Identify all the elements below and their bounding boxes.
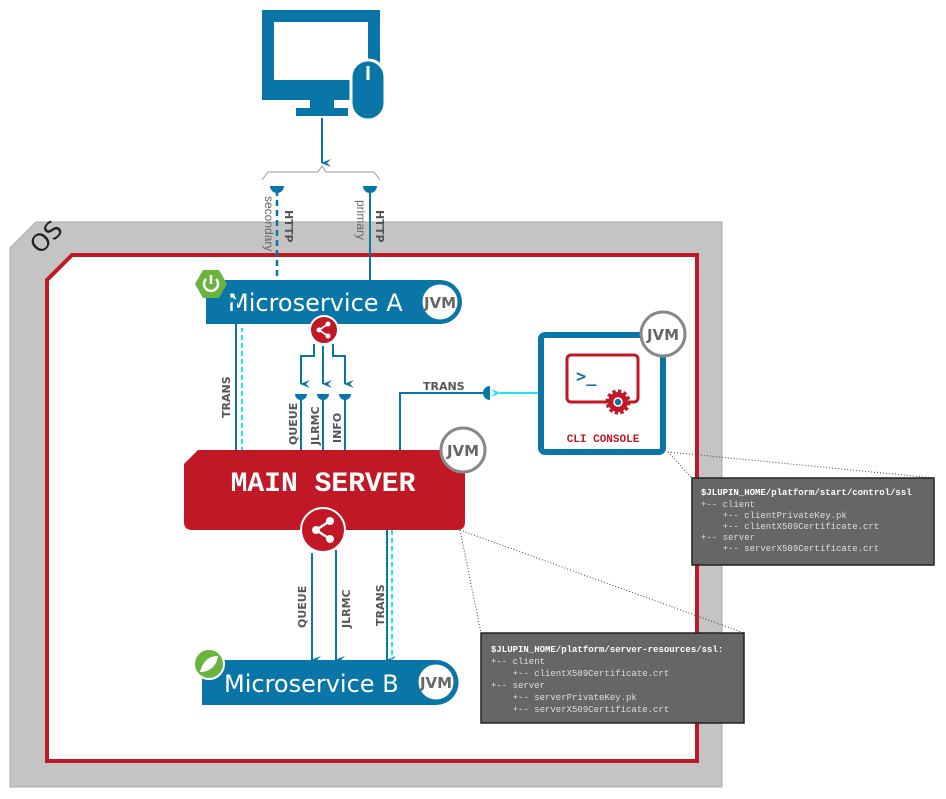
svg-text:+-- clientX509Certificate.crt: +-- clientX509Certificate.crt [701, 522, 879, 532]
svg-text:QUEUE: QUEUE [296, 586, 309, 628]
info-link-a: INFO [331, 394, 351, 452]
svg-text:HTTP: HTTP [282, 210, 295, 243]
svg-text:JVM: JVM [423, 294, 456, 312]
svg-text:TRANS: TRANS [374, 584, 387, 626]
svg-text:Microservice B: Microservice B [224, 670, 399, 698]
svg-text:+-- clientX509Certificate.crt: +-- clientX509Certificate.crt [491, 669, 669, 679]
spring-boot-icon [195, 270, 227, 298]
svg-text:+-- serverX509Certificate.crt: +-- serverX509Certificate.crt [491, 705, 669, 715]
queue-link-b: QUEUE [296, 553, 321, 664]
svg-text:JLRMC: JLRMC [340, 589, 353, 629]
queue-link-a: QUEUE [287, 394, 307, 452]
http-primary-link: HTTP primary [354, 186, 386, 280]
svg-text:primary: primary [354, 200, 368, 240]
svg-text:+-- serverPrivateKey.pk: +-- serverPrivateKey.pk [491, 693, 637, 703]
spring-leaf-icon [193, 648, 225, 680]
svg-text:JVM: JVM [646, 326, 679, 344]
microservice-a[interactable]: Microservice A JVM [195, 270, 462, 324]
svg-text:JVM: JVM [419, 674, 452, 692]
brace [261, 165, 381, 181]
svg-text:secondary: secondary [262, 196, 276, 251]
svg-text:MAIN SERVER: MAIN SERVER [231, 469, 416, 500]
jvm-badge [419, 281, 461, 323]
jvm-badge [439, 426, 487, 474]
server-ssl-note: $JLUPIN_HOME/platform/server-resources/s… [480, 632, 745, 724]
terminal-icon: >_ [565, 353, 640, 404]
jlrmc-link-a: JLRMC [309, 394, 329, 452]
svg-text:TRANS: TRANS [220, 376, 233, 418]
svg-text:+-- clientPrivateKey.pk: +-- clientPrivateKey.pk [701, 511, 847, 521]
svg-text:JLRMC: JLRMC [309, 406, 322, 446]
svg-text:+-- client: +-- client [491, 657, 545, 667]
gear-icon [605, 389, 631, 415]
cli-ssl-note: $JLUPIN_HOME/platform/start/control/ssl … [691, 477, 935, 566]
jlrmc-link-b: JLRMC [335, 550, 353, 664]
svg-text:>_: >_ [576, 367, 597, 387]
svg-text:+-- server: +-- server [491, 681, 545, 691]
svg-text:INFO: INFO [331, 413, 344, 443]
trans-link-a: TRANS [220, 296, 243, 452]
microservice-b[interactable]: Microservice B JVM [193, 648, 459, 705]
svg-text:JVM: JVM [446, 442, 479, 460]
mouse-icon [349, 58, 387, 122]
svg-text:$JLUPIN_HOME/platform/server-r: $JLUPIN_HOME/platform/server-resources/s… [491, 645, 723, 655]
svg-text:+-- client: +-- client [701, 500, 755, 510]
svg-text:$JLUPIN_HOME/platform/start/co: $JLUPIN_HOME/platform/start/control/ssl [701, 488, 912, 498]
trans-link-b: TRANS [374, 530, 396, 664]
svg-text:+-- server: +-- server [701, 533, 755, 543]
http-secondary-link: HTTP secondary [262, 186, 295, 280]
svg-text:QUEUE: QUEUE [287, 403, 300, 445]
svg-text:CLI CONSOLE: CLI CONSOLE [567, 434, 640, 446]
svg-text:+-- serverX509Certificate.crt: +-- serverX509Certificate.crt [701, 544, 879, 554]
svg-text:Microservice A: Microservice A [228, 289, 403, 317]
share-icon [300, 507, 346, 553]
cli-console[interactable]: >_ CLI CONSOLE JVM [538, 310, 687, 455]
main-server[interactable]: MAIN SERVER JVM [184, 426, 487, 530]
jvm-badge [639, 310, 687, 358]
desktop-computer-icon [262, 10, 387, 122]
share-icon [309, 315, 339, 345]
svg-text:HTTP: HTTP [373, 210, 386, 243]
svg-text:TRANS: TRANS [423, 380, 465, 393]
cli-trans-link: TRANS [399, 380, 540, 452]
jvm-badge [415, 661, 457, 703]
